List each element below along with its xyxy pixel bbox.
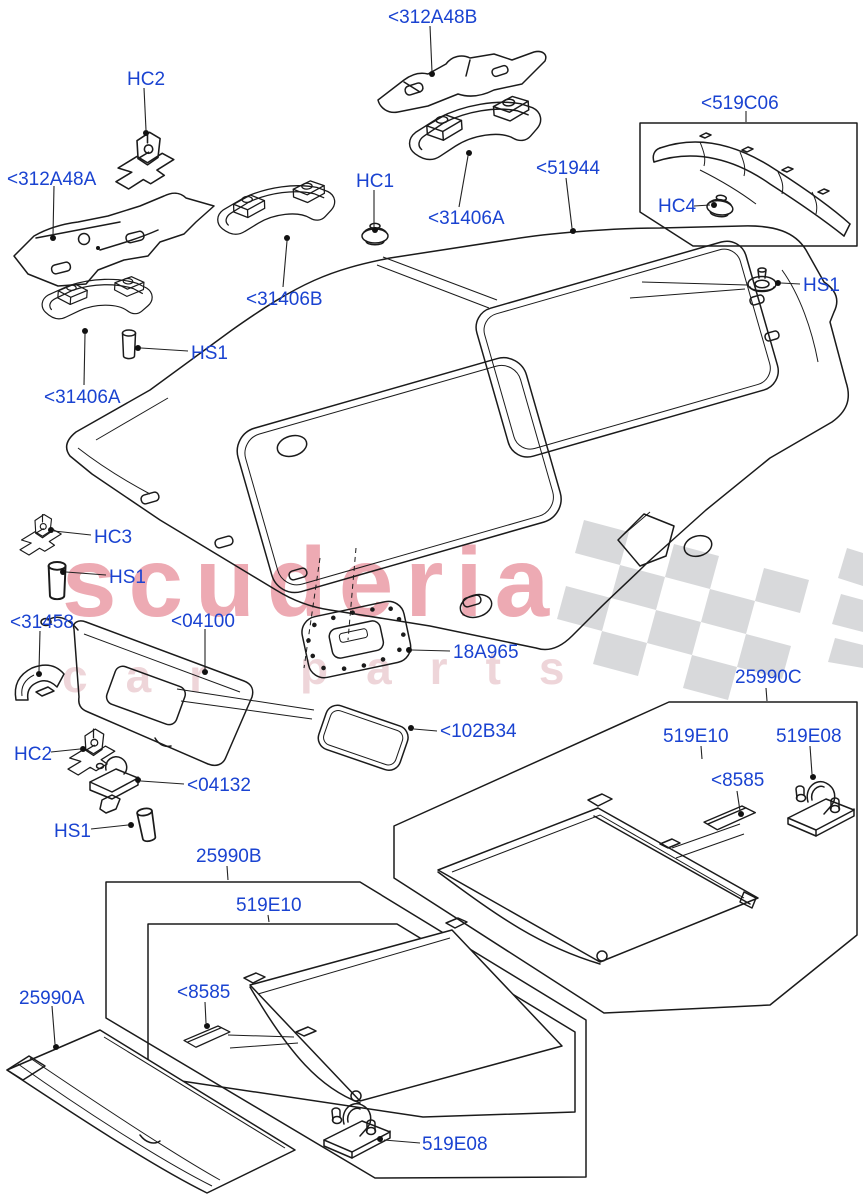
callout-hc2-low[interactable]: HC2: [14, 744, 53, 765]
sun-visor-04100: [40, 616, 254, 767]
sticker-8585-low-icon: [183, 1025, 231, 1048]
callout-8585-right[interactable]: <8585: [711, 770, 765, 791]
callout-25990a[interactable]: 25990A: [19, 988, 85, 1009]
sticker-8585-right-icon: [703, 805, 757, 831]
grab-handle-31406a-left-icon: [40, 269, 155, 326]
checkered-flag-graphic: [557, 520, 809, 700]
sticker-pointer-low: [227, 1034, 299, 1049]
callout-31406a-left[interactable]: <31406A: [44, 387, 121, 408]
sunblind-519e10-low: [243, 917, 563, 1104]
callout-hc4[interactable]: HC4: [658, 196, 697, 217]
callout-04132[interactable]: <04132: [187, 775, 251, 796]
parcel-panel-25990a: [6, 1029, 296, 1194]
stud-hs1-left-icon: [121, 329, 137, 360]
callout-312a48a[interactable]: <312A48A: [7, 169, 97, 190]
callout-519e08-low[interactable]: 519E08: [422, 1134, 488, 1155]
checkered-flag-sliver: [828, 548, 863, 668]
callout-18a965[interactable]: 18A965: [453, 642, 519, 663]
callout-hc2-top[interactable]: HC2: [127, 69, 166, 90]
callout-8585-low[interactable]: <8585: [177, 982, 231, 1003]
stud-hs1-low-icon: [135, 806, 158, 844]
latch-519e08-low-icon: [323, 1102, 391, 1159]
callout-hc1[interactable]: HC1: [356, 171, 395, 192]
callout-519e10-low[interactable]: 519E10: [236, 895, 302, 916]
lamp-bezel-18a965: [301, 600, 412, 679]
grab-handle-31406b-icon: [215, 179, 337, 236]
callout-102b34[interactable]: <102B34: [440, 721, 517, 742]
callout-25990b[interactable]: 25990B: [196, 846, 262, 867]
headliner-51944: [65, 225, 850, 669]
watermark-tagline-word1: car: [62, 650, 245, 702]
bracket-04132: [89, 756, 139, 814]
clip-hc4-icon: [705, 192, 736, 220]
latch-519e08-right-icon: [787, 780, 855, 837]
clip-hc2-top-icon: [115, 131, 175, 190]
callout-519c06[interactable]: <519C06: [701, 93, 779, 114]
callout-hs1-left[interactable]: HS1: [191, 343, 228, 364]
callout-519e08-right[interactable]: 519E08: [776, 726, 842, 747]
clip-hc2-low-icon: [67, 728, 116, 776]
callout-312a48b[interactable]: <312A48B: [388, 7, 478, 28]
callout-31406a-top[interactable]: <31406A: [428, 208, 505, 229]
detail-box-519c06: [639, 122, 858, 247]
callout-hs1-mid[interactable]: HS1: [109, 567, 146, 588]
glass-panel-102b34: [317, 704, 409, 771]
callout-hc3[interactable]: HC3: [94, 527, 133, 548]
callout-hs1-low[interactable]: HS1: [54, 821, 91, 842]
clip-hc1-icon: [361, 222, 389, 246]
clip-hc3-icon: [19, 513, 62, 556]
detail-box-25990b: [105, 881, 587, 1179]
callout-04100[interactable]: <04100: [171, 611, 235, 632]
tailgate-header-trim-519c06: [652, 132, 851, 237]
detail-box-25990c: [393, 701, 858, 1014]
sticker-pointer-right: [671, 823, 745, 859]
roof-bow-front-312a48a: [13, 192, 215, 287]
callout-31458[interactable]: <31458: [10, 612, 74, 633]
callout-51944[interactable]: <51944: [536, 158, 600, 179]
watermark-brand-text: scuderia: [62, 527, 561, 637]
callout-hs1-right[interactable]: HS1: [803, 275, 840, 296]
grab-handle-31406a-top-icon: [406, 93, 544, 162]
callout-25990c[interactable]: 25990C: [735, 667, 802, 688]
mirror-bracket-31458: [14, 664, 65, 701]
callout-31406b[interactable]: <31406B: [246, 289, 323, 310]
sunblind-519e10-right: [437, 793, 759, 965]
roof-bow-rear-312a48b: [377, 50, 547, 114]
callout-519e10-right[interactable]: 519E10: [663, 726, 729, 747]
leader-lines: [36, 25, 816, 1144]
